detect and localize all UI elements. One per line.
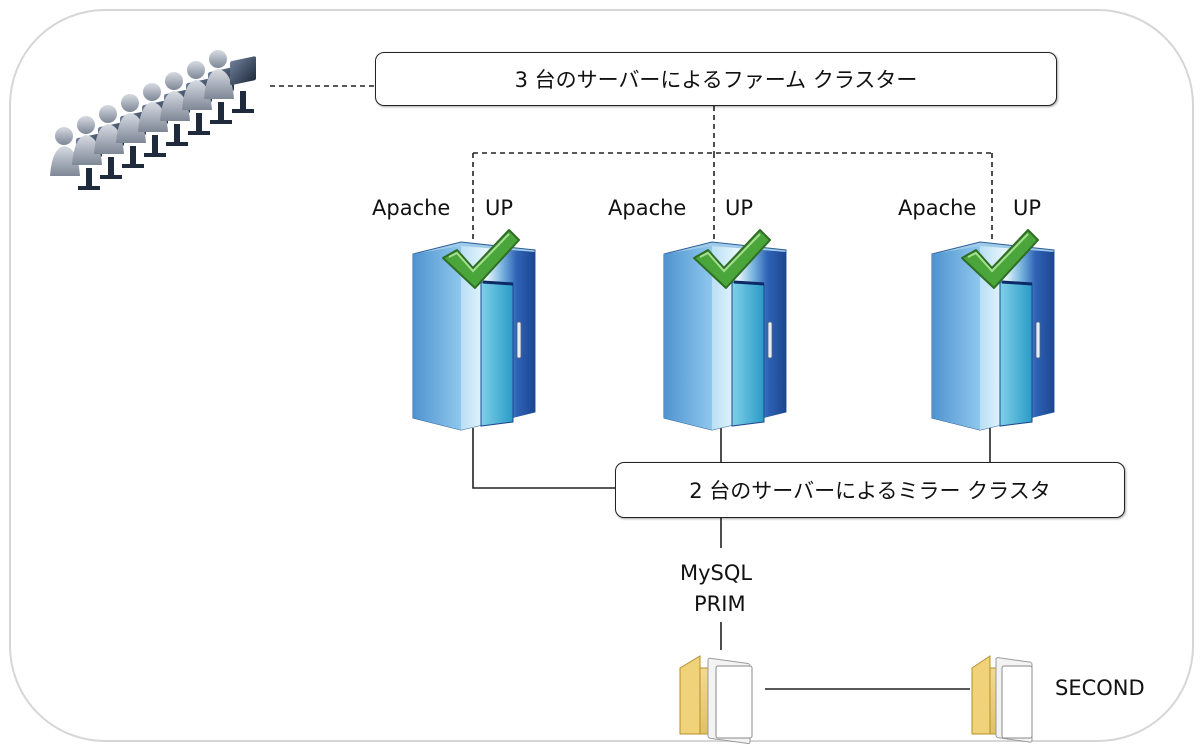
outer-frame [9, 9, 1194, 742]
server-2-state-label: UP [725, 196, 754, 220]
farm-cluster-box: 3 台のサーバーによるファーム クラスター [375, 52, 1057, 106]
server1-to-mirror-line [472, 428, 615, 489]
server-3-service-label: Apache [898, 196, 977, 220]
client-workstation [204, 50, 256, 113]
checkmark-icon [442, 229, 520, 289]
solid-connectors [472, 428, 991, 690]
secondary-db-label: SECOND [1055, 676, 1145, 700]
server-tower-icon [412, 241, 536, 431]
server-2-service-label: Apache [608, 196, 687, 220]
server-tower-icon [663, 241, 787, 431]
server-1-state-label: UP [485, 196, 514, 220]
folder-icon [971, 655, 1033, 743]
folder-icon [679, 655, 753, 745]
users-at-workstations-icon [50, 50, 256, 190]
checkmark-icon [961, 229, 1039, 289]
mirror-cluster-label: 2 台のサーバーによるミラー クラスタ [689, 479, 1051, 503]
primary-db-label-line2: PRIM [694, 592, 746, 616]
server-3-state-label: UP [1013, 196, 1042, 220]
primary-db-label-line1: MySQL [680, 561, 753, 585]
dashed-connectors [270, 85, 993, 242]
server-tower-icon [931, 241, 1055, 431]
server-1-service-label: Apache [372, 196, 451, 220]
mirror-cluster-box: 2 台のサーバーによるミラー クラスタ [615, 462, 1125, 518]
checkmark-icon [693, 229, 771, 289]
farm-cluster-label: 3 台のサーバーによるファーム クラスター [514, 68, 918, 92]
server-group [412, 229, 1055, 431]
